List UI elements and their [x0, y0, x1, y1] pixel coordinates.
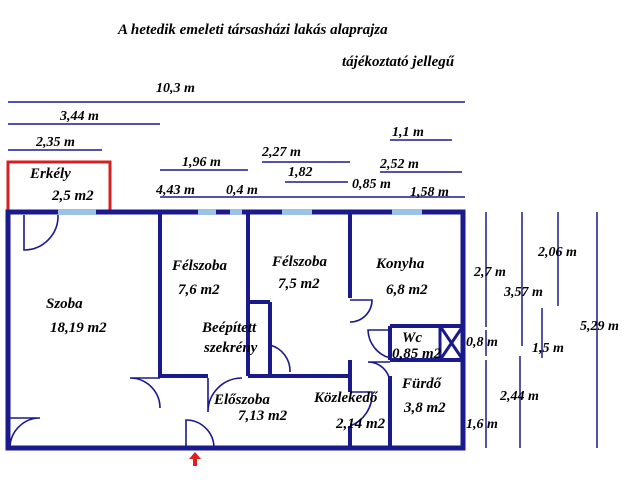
felszoba2-name: Félszoba — [271, 254, 328, 270]
dim-2-44: 2,44 m — [499, 389, 539, 404]
side-dimension-lines — [485, 212, 598, 448]
top-dimension-lines — [8, 101, 465, 198]
dim-2-27: 2,27 m — [261, 145, 301, 160]
furdo-area: 3,8 m2 — [403, 400, 446, 416]
plan-title: A hetedik emeleti társasházi lakás alapr… — [117, 22, 388, 38]
dim-0-85: 0,85 m — [352, 177, 391, 192]
erkely-name: Erkély — [29, 166, 71, 182]
dim-5-29: 5,29 m — [580, 319, 619, 334]
felszoba1-name: Félszoba — [171, 258, 228, 274]
dim-2-35: 2,35 m — [35, 135, 75, 150]
dim-3-57: 3,57 m — [503, 285, 543, 300]
door-swings — [9, 214, 391, 449]
dim-1-6: 1,6 m — [466, 417, 498, 432]
erkely-area: 2,5 m2 — [51, 188, 94, 204]
dim-2-06: 2,06 m — [537, 245, 577, 260]
dim-2-52: 2,52 m — [379, 157, 419, 172]
szoba-area: 18,19 m2 — [50, 320, 107, 336]
dim-2-7: 2,7 m — [473, 265, 506, 280]
szoba-name: Szoba — [46, 296, 83, 312]
konyha-area: 6,8 m2 — [386, 282, 428, 298]
eloszoba-name: Előszoba — [213, 392, 270, 408]
felszoba1-area: 7,6 m2 — [178, 282, 220, 298]
felszoba2-area: 7,5 m2 — [278, 276, 320, 292]
plan-subtitle: tájékoztató jellegű — [342, 54, 455, 70]
dim-1-5: 1,5 m — [532, 341, 564, 356]
dim-1-1: 1,1 m — [392, 125, 424, 140]
windows — [58, 209, 422, 215]
dim-4-43: 4,43 m — [155, 183, 195, 198]
dim-3-44: 3,44 m — [59, 109, 99, 124]
kozlekedo-name: Közlekedő — [313, 390, 379, 406]
balcony-outline — [6, 160, 112, 212]
kozlekedo-area: 2,14 m2 — [335, 416, 386, 432]
wc-name: Wc — [402, 330, 422, 346]
dim-1-96: 1,96 m — [182, 155, 221, 170]
dim-10-3: 10,3 m — [156, 81, 195, 96]
interior-walls — [158, 212, 463, 448]
beepitett-name: Beépített — [201, 320, 257, 336]
wc-fixture — [438, 324, 465, 362]
dim-0-4: 0,4 m — [226, 183, 258, 198]
entrance-arrow-icon — [189, 452, 201, 466]
dim-1-58: 1,58 m — [410, 185, 449, 200]
eloszoba-area: 7,13 m2 — [238, 408, 288, 424]
wc-area: 0,85 m2 — [392, 346, 442, 362]
konyha-name: Konyha — [375, 256, 425, 272]
beepitett-name2: szekrény — [203, 340, 258, 356]
furdo-name: Fürdő — [401, 376, 443, 392]
dim-1-82: 1,82 — [288, 165, 313, 180]
dim-0-8: 0,8 m — [466, 335, 498, 350]
